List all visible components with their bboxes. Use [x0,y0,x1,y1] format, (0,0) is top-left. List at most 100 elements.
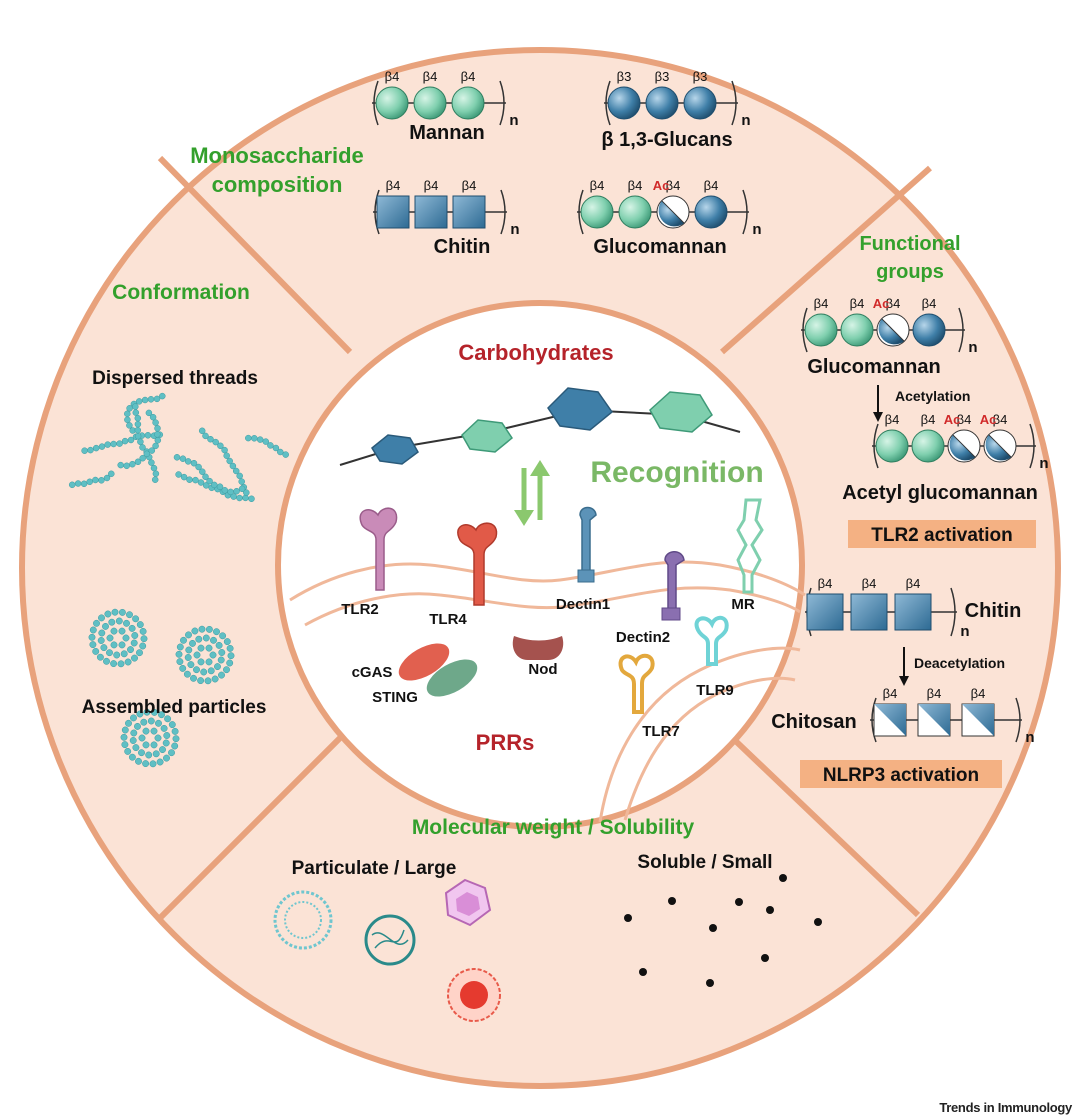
particle-bead [205,658,213,666]
particle-bead [110,627,118,635]
particle-bead [150,708,158,716]
thread-bead [81,447,88,454]
mannose-sphere [618,195,652,229]
thread-bead [103,474,111,482]
particle-bead [120,733,128,741]
thread-bead [92,476,99,484]
particle-bead [185,631,192,639]
particle-bead [162,739,170,747]
thread-bead [123,462,130,470]
dectin2-receptor [661,551,685,621]
thread-bead [98,443,106,450]
soluble-dot [766,906,774,914]
particle-bead [150,741,158,749]
repeat-n: n [741,112,750,129]
bond-label: β4 [590,178,605,193]
particle-bead [136,710,144,718]
thread-bead [134,420,142,428]
particle-bead [125,719,132,727]
thread-bead [262,438,270,445]
particle-bead [209,651,217,659]
particle-bead [195,635,203,643]
particle-bead [136,649,143,657]
glcn-triangle [918,704,950,736]
glucose-sphere [694,195,728,229]
particle-bead [142,727,150,735]
dispersed-threads-label: Dispersed threads [92,368,258,389]
bond-label: β4 [883,686,898,701]
bond-label: β4 [922,296,937,311]
tlr9-receptor [694,615,729,666]
glucose-sphere [912,313,946,347]
repeat-n: n [968,339,977,356]
thread-bead [282,451,289,458]
mannose-sphere [413,86,447,120]
thread-bead [154,431,161,438]
tlr7-label: TLR7 [642,723,680,740]
bond-label: β3 [617,69,632,84]
thread-bead [198,427,206,435]
particle-bead [124,658,132,666]
thread-bead [141,396,149,404]
soluble-small-dots [624,874,822,987]
particle-bead [183,670,191,678]
thread-bead [173,454,181,461]
prrs-label: PRRs [476,730,535,755]
bond-label: β4 [850,296,865,311]
thread-bead [104,441,111,448]
particle-bead [118,627,126,635]
sugar-hexagon-green [461,419,514,453]
particle-bead [215,641,223,649]
bond-label: β4 [704,178,719,193]
tlr7-receptor [618,653,655,714]
divider-bottom-right [719,725,921,918]
thread-bead [74,480,82,487]
particle-bead [131,654,138,662]
thread-bead [154,437,162,444]
thread-bead [242,494,249,502]
repeat-n: n [509,112,518,129]
conformation-title: Conformation [112,281,250,304]
repeat-n: n [752,221,761,238]
thread-bead [212,438,219,446]
thread-bead [192,476,199,484]
particle-bead [223,638,231,646]
thread-bead [206,477,213,485]
soluble-dot [814,918,822,926]
endosome-membrane-inner [623,676,796,821]
bond-label: β4 [885,412,900,427]
thread-bead [221,446,228,454]
particle-bead [150,727,158,735]
particle-bead [147,717,155,725]
particle-bead [211,675,219,683]
particle-bead [140,635,148,643]
particle-bead [172,735,180,743]
thread-bead [147,396,155,403]
particle-bead [122,634,130,642]
thread-bead [124,410,131,418]
chitin-fg-label: Chitin [965,600,1022,622]
particle-bead [93,619,100,627]
particle-bead [139,627,147,635]
thread-bead [129,460,136,468]
particle-bead [205,644,213,652]
soluble-dot [779,874,787,882]
soluble-dot [624,914,632,922]
thread-bead [143,450,151,458]
particle-bead [128,624,136,632]
thread-bead [152,419,159,426]
repeat-n: n [1039,455,1048,472]
repeat-n: n [1025,729,1034,746]
endosome-membrane [598,646,801,823]
particle-bead [154,734,162,742]
thread-bead [245,434,252,442]
thread-bead [221,487,229,494]
sting-label: STING [372,689,418,706]
thread-bead [202,473,209,481]
thread-bead [202,432,209,440]
thread-bead [139,444,146,451]
divider-top-right [720,165,932,355]
particle-bead [160,724,168,732]
thread-bead [238,485,246,493]
journal-credit: Trends in Immunology [939,1100,1072,1115]
